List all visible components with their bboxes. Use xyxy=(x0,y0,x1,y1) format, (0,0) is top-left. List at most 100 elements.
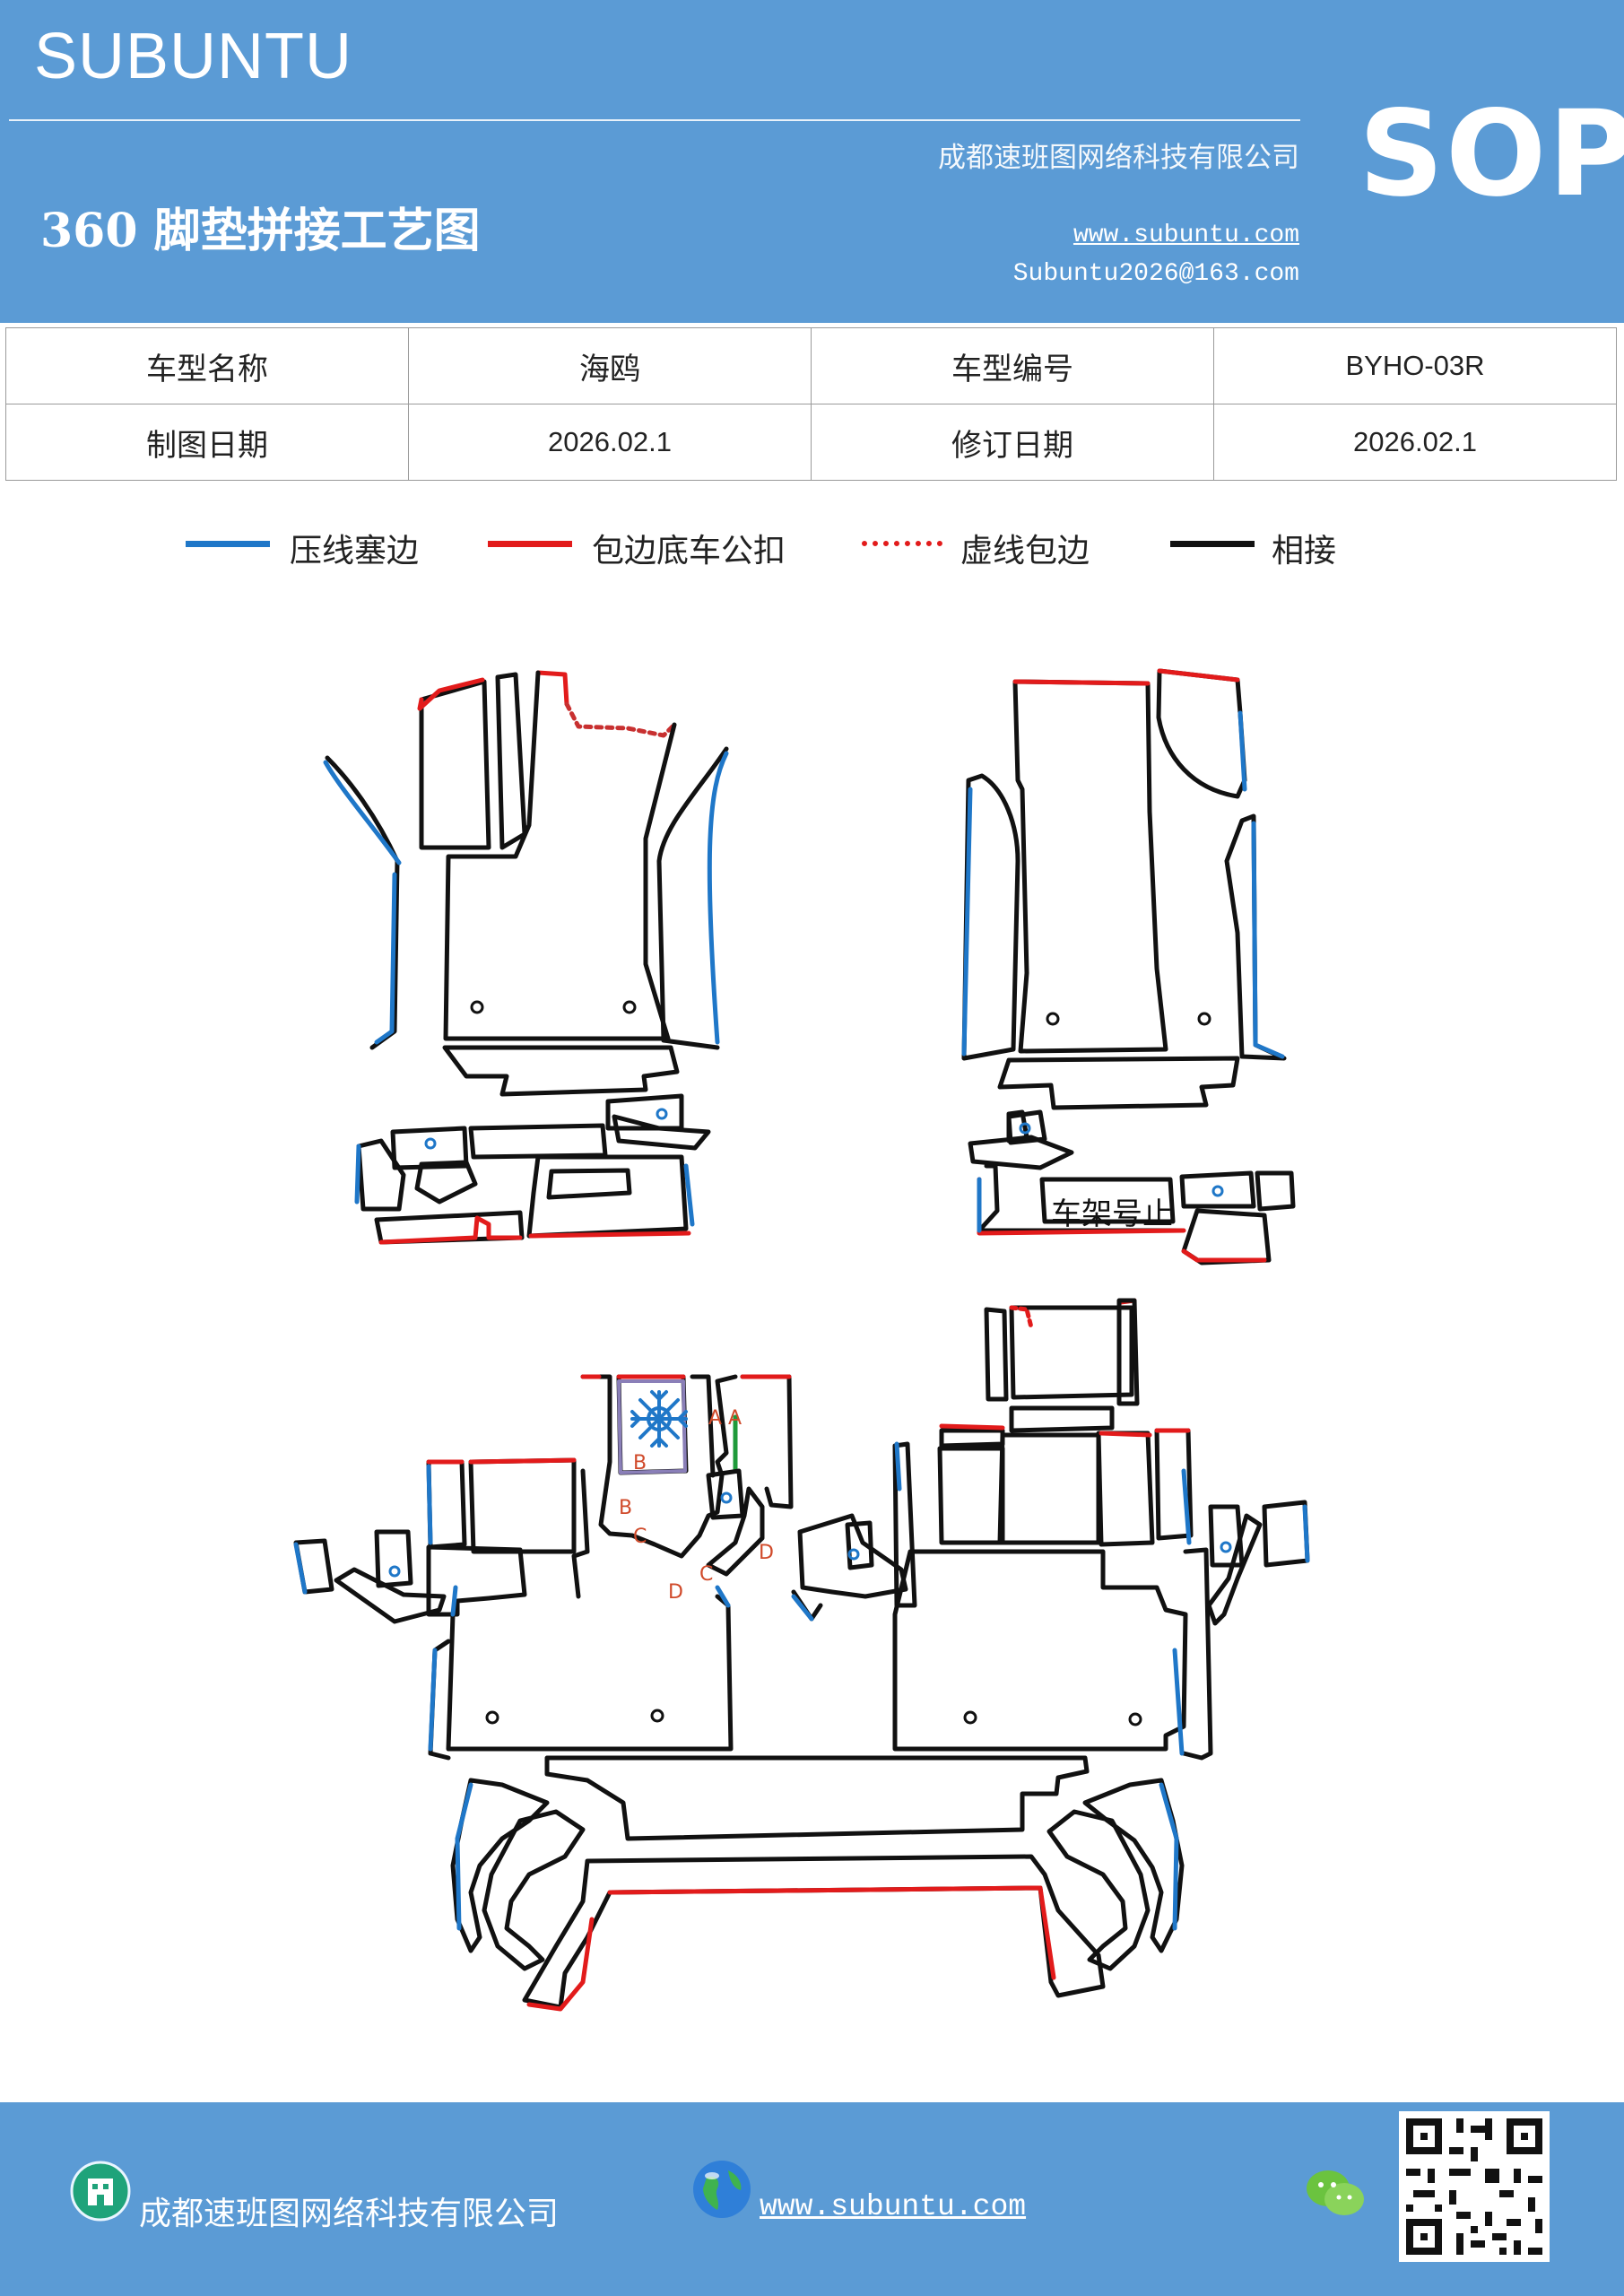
mat-piece xyxy=(544,1755,1090,1841)
mat-piece xyxy=(612,1114,711,1151)
model-code-label: 车型编号 xyxy=(811,327,1214,404)
mat-piece xyxy=(1039,1177,1176,1224)
mat-piece xyxy=(984,1307,1009,1402)
frame-number-label: 车架号止 xyxy=(1051,1196,1173,1232)
mat-piece xyxy=(426,1544,527,1617)
part-mark-d: D xyxy=(668,1581,683,1604)
revision-date-label: 修订日期 xyxy=(811,404,1214,481)
passenger-mat-group xyxy=(961,668,1296,1265)
mat-piece xyxy=(797,1513,908,1599)
mat-piece xyxy=(706,1486,765,1577)
mat-clip-blue xyxy=(847,1548,860,1561)
footer-banner: 成都速班图网络科技有限公司 www.subuntu.com xyxy=(0,2102,1624,2296)
part-mark-a: A xyxy=(708,1407,722,1430)
mat-piece xyxy=(334,1567,447,1624)
mat-edge-dotted xyxy=(564,701,677,738)
mat-piece xyxy=(522,1854,1106,2010)
logo-plate xyxy=(617,1379,687,1474)
floor-mat-diagram: 车架号止 xyxy=(293,668,1310,2012)
sop-badge: SOP xyxy=(1359,85,1624,223)
mat-piece xyxy=(356,1138,406,1212)
mat-edge-blue xyxy=(426,1464,433,1545)
document-title: 360 脚垫拼接工艺图 xyxy=(40,204,481,258)
drawing-date-label: 制图日期 xyxy=(5,404,409,481)
mat-edge-blue xyxy=(455,1782,473,1931)
legend-swatch-black xyxy=(1170,541,1255,547)
mat-edge-red xyxy=(1099,1431,1152,1438)
mat-edge-red xyxy=(417,677,485,711)
model-name-label: 车型名称 xyxy=(5,327,409,404)
part-marks: A A B B C C D D xyxy=(619,1407,774,1604)
rear-mat-group xyxy=(293,1298,1310,2012)
line-legend: 压线塞边 包边底车公扣 虚线包边 相接 xyxy=(0,525,1624,570)
mat-piece xyxy=(374,1529,413,1588)
model-name-value: 海鸥 xyxy=(408,327,812,404)
mat-piece xyxy=(526,1154,689,1239)
mat-piece xyxy=(571,1468,590,1599)
legend-label: 虚线包边 xyxy=(960,533,1090,570)
header-company: 成都速班图网络科技有限公司 xyxy=(938,142,1299,174)
mat-piece xyxy=(656,746,729,1050)
mat-piece xyxy=(892,1549,1188,1752)
mat-edge-blue xyxy=(450,1585,458,1617)
mat-edge-blue xyxy=(707,751,729,1045)
mat-piece xyxy=(450,1778,550,1953)
brand-name: SUBUNTU xyxy=(34,21,353,92)
mat-edge-blue xyxy=(1302,1504,1310,1563)
mat-piece xyxy=(1006,1109,1047,1145)
mat-piece xyxy=(1181,1547,1213,1761)
header-banner: SUBUNTU 成都速班图网络科技有限公司 360 脚垫拼接工艺图 www.su… xyxy=(0,0,1624,323)
mat-edge-blue xyxy=(374,872,397,1045)
mat-piece xyxy=(1208,1504,1245,1568)
mat-clip-blue xyxy=(656,1108,668,1120)
mat-edge-blue xyxy=(323,760,402,865)
mat-piece xyxy=(1179,1170,1256,1209)
mat-anchor-hole xyxy=(622,1000,637,1014)
mat-piece xyxy=(1181,1208,1272,1265)
mat-anchor-hole xyxy=(1046,1012,1060,1026)
mat-piece xyxy=(580,1374,738,1559)
mat-edge-blue xyxy=(293,1542,308,1595)
mat-piece xyxy=(1009,1305,1134,1400)
wechat-icon[interactable] xyxy=(1305,2167,1366,2221)
mat-anchor-hole xyxy=(1197,1012,1211,1026)
snowflake-icon xyxy=(630,1390,688,1448)
mat-clip-blue xyxy=(388,1565,401,1578)
mat-edge-blue xyxy=(1181,1468,1192,1545)
globe-icon xyxy=(693,2161,751,2218)
mat-piece xyxy=(1116,1298,1140,1406)
mat-piece xyxy=(1046,1809,1151,1971)
mat-edge-red xyxy=(378,1215,523,1245)
mat-piece xyxy=(1156,668,1247,799)
mat-clip-blue xyxy=(1211,1185,1224,1197)
table-row: 车型名称 海鸥 车型编号 BYHO-03R xyxy=(5,327,1617,404)
legend-swatch-red xyxy=(488,541,572,547)
header-email[interactable]: Subuntu2026@163.com xyxy=(1012,260,1299,288)
part-mark-b: B xyxy=(633,1452,647,1474)
mat-anchor-hole xyxy=(963,1710,977,1725)
mat-piece xyxy=(1255,1170,1296,1212)
table-row: 制图日期 2026.02.1 修订日期 2026.02.1 xyxy=(5,404,1617,481)
part-mark-c: C xyxy=(699,1563,713,1586)
mat-clip-blue xyxy=(1220,1541,1232,1553)
mat-piece xyxy=(1009,1405,1115,1433)
part-mark-d: D xyxy=(759,1542,774,1564)
legend-label: 相接 xyxy=(1272,533,1337,570)
header-divider xyxy=(9,119,1300,121)
mat-piece xyxy=(442,1045,680,1097)
mat-piece xyxy=(443,670,677,1041)
mat-piece xyxy=(1206,1513,1263,1626)
mat-edge-blue xyxy=(961,787,973,1057)
mat-clip-blue xyxy=(720,1492,733,1504)
mat-piece xyxy=(482,1809,586,1971)
header-website-link[interactable]: www.subuntu.com xyxy=(1073,222,1299,249)
mat-piece xyxy=(419,679,491,850)
mat-piece xyxy=(325,755,400,1050)
mat-piece xyxy=(1012,679,1168,1054)
qr-code[interactable] xyxy=(1399,2111,1550,2262)
mat-edge-red xyxy=(1181,1248,1267,1263)
mat-edge-blue xyxy=(354,1144,361,1205)
footer-website-link[interactable]: www.subuntu.com xyxy=(760,2190,1027,2223)
mat-edge-blue xyxy=(428,1648,438,1752)
part-mark-b: B xyxy=(619,1497,632,1519)
